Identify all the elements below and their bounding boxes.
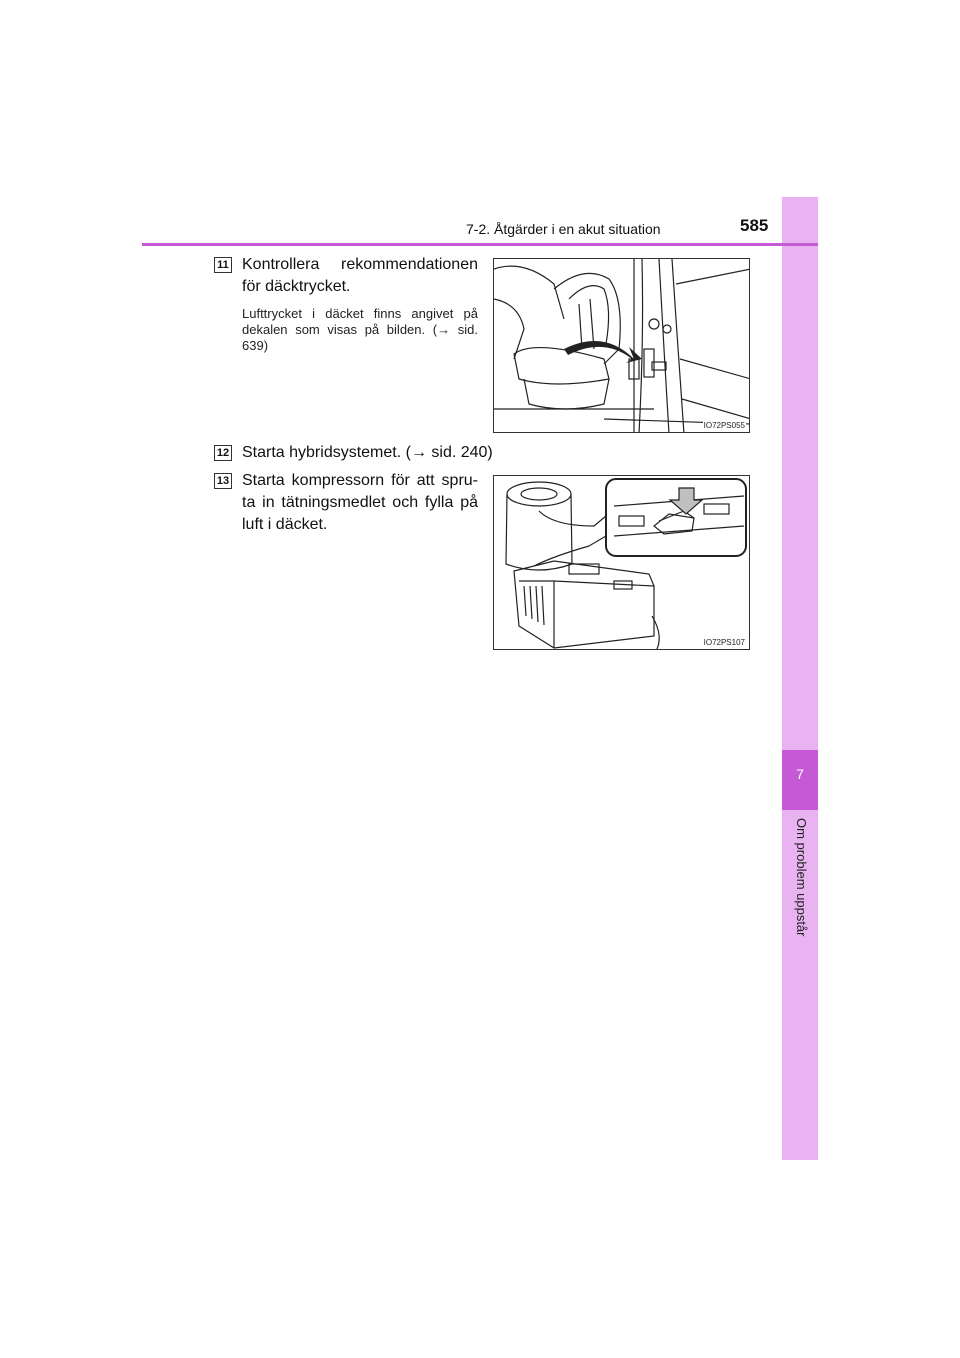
step-number-13: 13 xyxy=(214,473,232,489)
chapter-title: Om problem uppstår xyxy=(794,818,809,937)
step-12-block: Starta hybridsystemet. (→ sid. 240) xyxy=(242,442,542,464)
page-number: 585 xyxy=(740,216,769,235)
chapter-side-tab xyxy=(782,197,818,1160)
figure-code-2: IO72PS107 xyxy=(702,638,746,647)
step-13-block: Starta kompressorn för att spru-ta in tä… xyxy=(242,470,478,536)
step-number-12: 12 xyxy=(214,445,232,461)
figure-car-door: IO72PS055 xyxy=(493,258,750,433)
section-title: 7-2. Åtgärder i en akut situation xyxy=(466,221,661,237)
step-11-subtext: Lufttrycket i däcket finns angivet på de… xyxy=(242,306,478,353)
compressor-switch-illustration-icon xyxy=(505,478,747,649)
chapter-tab-active[interactable] xyxy=(782,750,818,810)
car-door-seat-illustration-icon xyxy=(494,259,749,432)
step-12-text: Starta hybridsystemet. (→ sid. 240) xyxy=(242,444,493,461)
figure-code-1: IO72PS055 xyxy=(702,421,746,430)
step-number-11: 11 xyxy=(214,257,232,273)
chapter-number: 7 xyxy=(796,766,804,782)
header-rule xyxy=(142,243,818,246)
step-11-text: Kontrollera rekommendationen för däcktry… xyxy=(242,256,478,295)
step-13-text: Starta kompressorn för att spru-ta in tä… xyxy=(242,472,478,533)
figure-compressor: IO72PS107 xyxy=(493,475,750,650)
step-11-block: Kontrollera rekommendationen för däcktry… xyxy=(242,254,478,354)
